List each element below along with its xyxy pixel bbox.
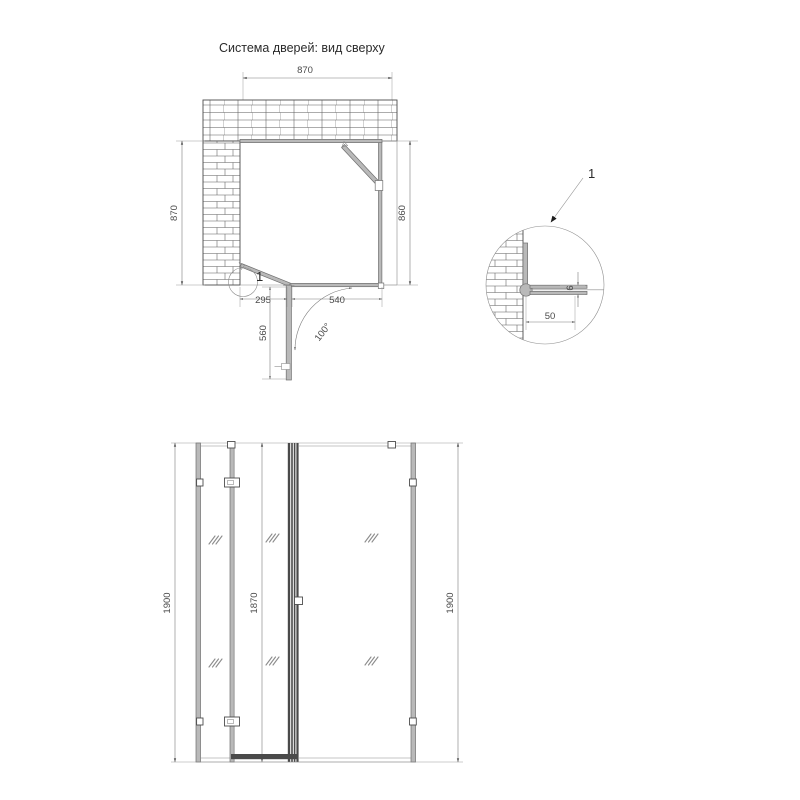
dim-label-overall-width: 870 bbox=[297, 65, 313, 76]
hinge-icon bbox=[387, 441, 396, 449]
hinge-icon bbox=[224, 477, 240, 488]
detail-marker-label: 1 bbox=[256, 269, 263, 284]
dim-label-height-right: 1900 bbox=[445, 592, 456, 613]
elev-panel-left-return bbox=[195, 442, 201, 763]
elev-panel-right-large bbox=[299, 442, 416, 763]
top-view-group: 870 bbox=[169, 65, 418, 381]
dim-height-right: 1900 bbox=[445, 442, 460, 763]
fixed-panel-top bbox=[239, 139, 383, 143]
elevation-view-group: 1900 1900 1870 bbox=[162, 441, 463, 763]
detail-content bbox=[486, 226, 604, 344]
elev-panel-fixed-narrow bbox=[200, 442, 235, 763]
elev-door-leaf-left bbox=[233, 443, 289, 762]
hinge-icon bbox=[409, 717, 417, 726]
glass-hatch-icon bbox=[265, 533, 280, 543]
hinge-icon bbox=[409, 478, 417, 487]
dim-label-height-left: 1900 bbox=[162, 592, 173, 613]
door-leaf-swing-vertical bbox=[274, 284, 295, 381]
dim-overall-width: 870 bbox=[242, 65, 393, 100]
dim-open-depth: 560 bbox=[258, 286, 286, 380]
dim-label-open-angle: 100° bbox=[313, 321, 334, 343]
glass-hatch-icon bbox=[364, 656, 379, 666]
glass-hatch-icon bbox=[265, 656, 280, 666]
door-leaf-lower-open bbox=[238, 261, 291, 287]
wall-left bbox=[202, 140, 241, 286]
hinge-icon bbox=[227, 441, 236, 449]
door-leaf-upper-open bbox=[341, 140, 384, 191]
dim-label-glass-height: 1870 bbox=[249, 592, 260, 613]
dim-glass-height: 1870 bbox=[249, 442, 264, 763]
dim-label-fixed-panel: 295 bbox=[255, 295, 271, 306]
elev-bottom-sill bbox=[196, 754, 416, 763]
dim-label-glass-thickness: 6 bbox=[565, 285, 576, 290]
dim-height-left: 1900 bbox=[162, 442, 177, 763]
wall-top bbox=[202, 99, 398, 142]
drawing-title: Система дверей: вид сверху bbox=[219, 41, 386, 55]
handle-icon bbox=[294, 596, 303, 605]
enclosure-plan-outline bbox=[240, 140, 398, 286]
dim-label-door-leaf: 540 bbox=[329, 295, 345, 306]
dim-label-inner-depth: 860 bbox=[397, 205, 408, 221]
dim-overall-depth: 870 bbox=[169, 140, 205, 286]
bottom-track-plan bbox=[289, 282, 385, 289]
hinge-icon bbox=[196, 478, 204, 487]
detail-view-group: 1 bbox=[485, 166, 605, 345]
hinge-icon bbox=[196, 717, 204, 726]
glass-hatch-icon bbox=[364, 533, 379, 543]
dim-label-profile-width: 50 bbox=[545, 311, 556, 322]
fixed-panel-right bbox=[378, 140, 383, 286]
dim-label-open-depth: 560 bbox=[258, 325, 269, 341]
detail-view-label: 1 bbox=[588, 166, 595, 181]
glass-hatch-icon bbox=[208, 535, 223, 545]
dim-door-leaf: 540 bbox=[291, 287, 383, 307]
hinge-icon bbox=[224, 716, 240, 727]
dim-inner-depth: 860 bbox=[382, 140, 418, 286]
handle-icon bbox=[274, 363, 291, 370]
dim-fixed-panel: 295 bbox=[239, 287, 288, 307]
glass-hatch-icon bbox=[208, 658, 223, 668]
detail-marker-1: 1 bbox=[228, 267, 263, 297]
detail-leader: 1 bbox=[550, 166, 595, 223]
dim-label-overall-depth: 870 bbox=[169, 205, 180, 221]
